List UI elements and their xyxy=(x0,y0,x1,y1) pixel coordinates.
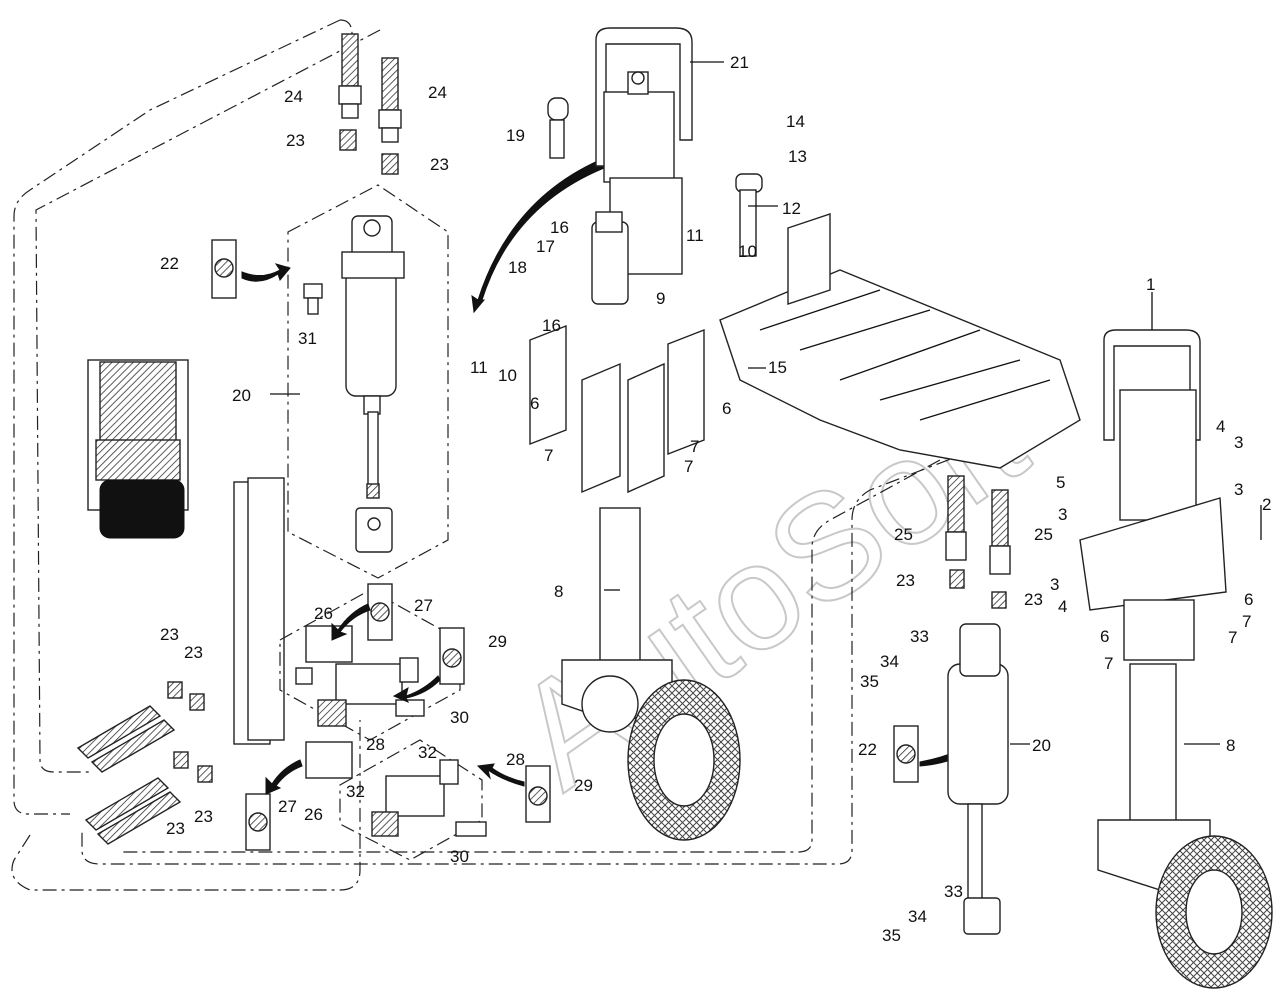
callout-23: 23 xyxy=(184,643,203,662)
callout-14: 14 xyxy=(786,112,805,131)
callout-35: 35 xyxy=(882,926,901,945)
right-leg-assembly xyxy=(1079,329,1273,989)
callout-33: 33 xyxy=(910,627,929,646)
callout-35: 35 xyxy=(860,672,879,691)
callout-22: 22 xyxy=(858,740,877,759)
callout-8: 8 xyxy=(1226,736,1235,755)
callout-4: 4 xyxy=(1058,597,1067,616)
callout-6: 6 xyxy=(722,399,731,418)
callout-15: 15 xyxy=(768,358,787,377)
callout-16: 16 xyxy=(542,316,561,335)
callout-22: 22 xyxy=(160,254,179,273)
callout-23: 23 xyxy=(430,155,449,174)
leader-lines xyxy=(270,61,1262,745)
callout-1: 1 xyxy=(1146,275,1155,294)
callout-34: 34 xyxy=(880,652,899,671)
callout-6: 6 xyxy=(1100,627,1109,646)
chassis-frame xyxy=(719,173,1081,469)
callout-29: 29 xyxy=(574,776,593,795)
callout-23: 23 xyxy=(286,131,305,150)
callout-23: 23 xyxy=(166,819,185,838)
callout-10: 10 xyxy=(498,366,517,385)
callout-25: 25 xyxy=(1034,525,1053,544)
callout-3: 3 xyxy=(1050,575,1059,594)
callout-3: 3 xyxy=(1058,505,1067,524)
hoses-24 xyxy=(338,33,402,175)
callout-25: 25 xyxy=(894,525,913,544)
callout-3: 3 xyxy=(1234,480,1243,499)
callout-3: 3 xyxy=(1234,433,1243,452)
callout-26: 26 xyxy=(304,805,323,824)
callout-23: 23 xyxy=(194,807,213,826)
callout-4: 4 xyxy=(1216,417,1225,436)
callout-17: 17 xyxy=(536,237,555,256)
callout-20: 20 xyxy=(232,386,251,405)
callout-2: 2 xyxy=(1262,495,1271,514)
callout-7: 7 xyxy=(1228,628,1237,647)
callout-11: 11 xyxy=(686,226,704,245)
central-leg-frame xyxy=(591,27,693,305)
callout-28: 28 xyxy=(506,750,525,769)
callout-16: 16 xyxy=(550,218,569,237)
callout-32: 32 xyxy=(346,782,365,801)
callout-21: 21 xyxy=(730,53,749,72)
callout-11: 11 xyxy=(470,358,488,377)
callout-7: 7 xyxy=(544,446,553,465)
callout-10: 10 xyxy=(738,242,757,261)
leg-wheel-center xyxy=(561,507,741,841)
pin-19 xyxy=(547,97,569,159)
callout-30: 30 xyxy=(450,708,469,727)
callout-6: 6 xyxy=(530,394,539,413)
callout-24: 24 xyxy=(428,83,447,102)
callout-24: 24 xyxy=(284,87,303,106)
callout-5: 5 xyxy=(1056,473,1065,492)
callout-27: 27 xyxy=(278,797,297,816)
callout-8: 8 xyxy=(554,582,563,601)
callout-7: 7 xyxy=(1242,612,1251,631)
callout-7: 7 xyxy=(1104,654,1113,673)
hoses-25 xyxy=(945,475,1011,609)
callout-29: 29 xyxy=(488,632,507,651)
callout-7: 7 xyxy=(684,457,693,476)
callout-31: 31 xyxy=(298,329,317,348)
plates-6-7 xyxy=(529,324,705,494)
callout-20: 20 xyxy=(1032,736,1051,755)
mounting-rail xyxy=(233,477,285,745)
callout-27: 27 xyxy=(414,596,433,615)
callout-9: 9 xyxy=(656,289,665,308)
callout-18: 18 xyxy=(508,258,527,277)
hoses-lower-left xyxy=(76,681,213,845)
callout-13: 13 xyxy=(788,147,807,166)
callout-30: 30 xyxy=(450,847,469,866)
callout-32: 32 xyxy=(418,743,437,762)
callout-12: 12 xyxy=(782,199,801,218)
callout-26: 26 xyxy=(314,604,333,623)
callout-labels: 1 2 3 3 3 3 4 4 5 6 6 6 6 7 7 7 7 7 7 8 … xyxy=(160,53,1271,945)
callout-6: 6 xyxy=(1244,590,1253,609)
cylinder-assembly-right xyxy=(947,623,1009,935)
callout-23: 23 xyxy=(1024,590,1043,609)
cylinder-assembly-left xyxy=(287,184,449,579)
callout-23: 23 xyxy=(160,625,179,644)
callout-23: 23 xyxy=(896,571,915,590)
callout-34: 34 xyxy=(908,907,927,926)
valve-stack xyxy=(87,359,189,539)
callout-28: 28 xyxy=(366,735,385,754)
callout-33: 33 xyxy=(944,882,963,901)
bolt-31 xyxy=(303,283,323,315)
hose-routing-lines xyxy=(11,19,1001,891)
callout-19: 19 xyxy=(506,126,525,145)
callout-7: 7 xyxy=(690,437,699,456)
